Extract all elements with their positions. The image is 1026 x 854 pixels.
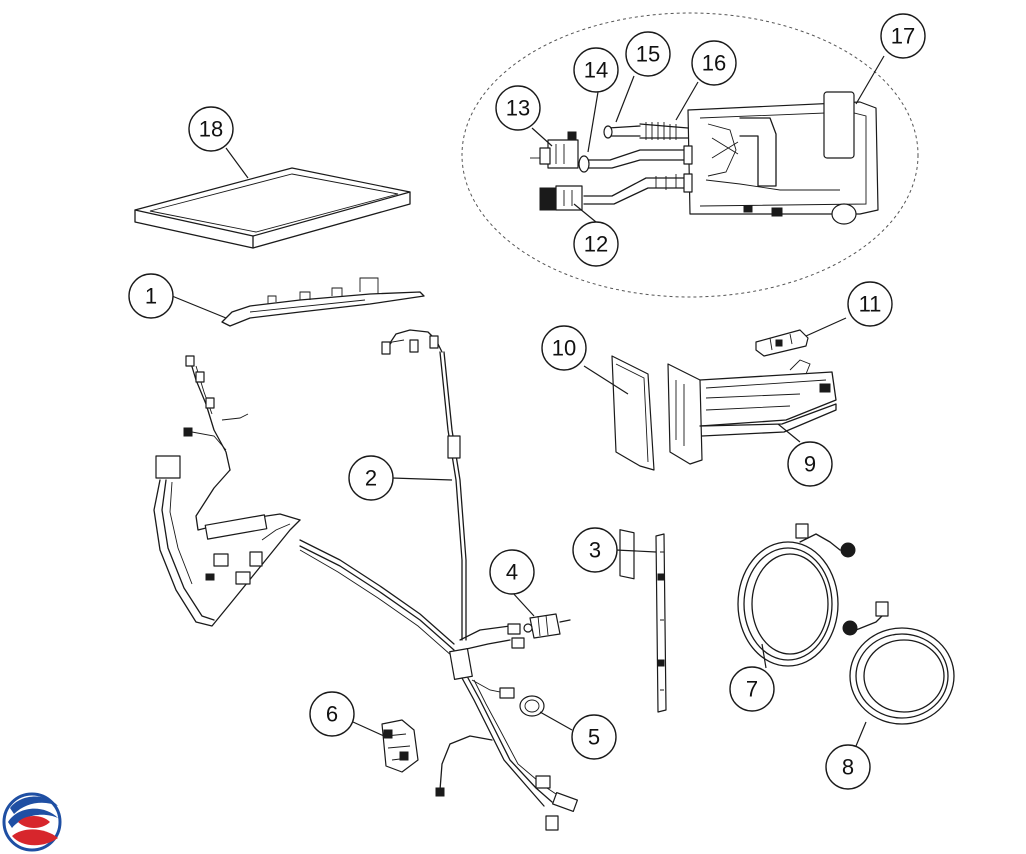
callout-5: 5 — [571, 714, 617, 760]
callout-11: 11 — [847, 281, 893, 327]
callout-15-label: 15 — [636, 42, 660, 67]
callout-12: 12 — [573, 221, 619, 267]
callout-16-label: 16 — [702, 51, 726, 76]
callout-1-label: 1 — [145, 284, 157, 309]
callout-6: 6 — [309, 691, 355, 737]
callout-2-label: 2 — [365, 466, 377, 491]
callout-13-label: 13 — [506, 96, 530, 121]
callout-17-label: 17 — [891, 24, 915, 49]
brand-logo — [2, 792, 62, 852]
thermal-fuse-part — [519, 695, 545, 717]
callout-2: 2 — [348, 455, 394, 501]
top-panel-part — [134, 167, 411, 249]
callout-3-label: 3 — [589, 538, 601, 563]
callout-5-label: 5 — [588, 725, 600, 750]
callout-17: 17 — [880, 13, 926, 59]
callout-8-label: 8 — [842, 755, 854, 780]
inlet-hose-8-part — [842, 601, 955, 725]
main-wire-harness-part — [153, 329, 578, 831]
callout-9-label: 9 — [804, 452, 816, 477]
callout-10-label: 10 — [552, 336, 576, 361]
dispenser-drawer-housing-part — [667, 359, 837, 465]
inlet-hose-7-part — [737, 523, 856, 667]
callout-14: 14 — [573, 47, 619, 93]
drawer-handle-insert-part — [755, 329, 809, 357]
callout-9: 9 — [787, 441, 833, 487]
control-panel-bracket-part — [221, 277, 425, 327]
callout-10: 10 — [541, 325, 587, 371]
callout-15: 15 — [625, 31, 671, 77]
callout-13: 13 — [495, 85, 541, 131]
callout-16: 16 — [691, 40, 737, 86]
drawer-front-part — [611, 355, 655, 580]
rail-strip-part — [655, 533, 667, 713]
callout-14-label: 14 — [584, 58, 608, 83]
callout-4-label: 4 — [506, 560, 518, 585]
sensor-part — [523, 613, 571, 639]
callout-7-label: 7 — [746, 677, 758, 702]
callout-18: 18 — [188, 106, 234, 152]
callout-11-label: 11 — [859, 292, 882, 317]
callout-6-label: 6 — [326, 702, 338, 727]
callout-8: 8 — [825, 744, 871, 790]
callout-3: 3 — [572, 527, 618, 573]
callout-4: 4 — [489, 549, 535, 595]
door-lock-part — [381, 719, 419, 773]
leader-lines — [171, 55, 885, 747]
dispenser-assembly-part — [530, 91, 879, 225]
callout-12-label: 12 — [584, 232, 608, 257]
callout-1: 1 — [128, 273, 174, 319]
callout-18-label: 18 — [199, 117, 223, 142]
group-17-outline — [461, 12, 919, 298]
callout-7: 7 — [729, 666, 775, 712]
